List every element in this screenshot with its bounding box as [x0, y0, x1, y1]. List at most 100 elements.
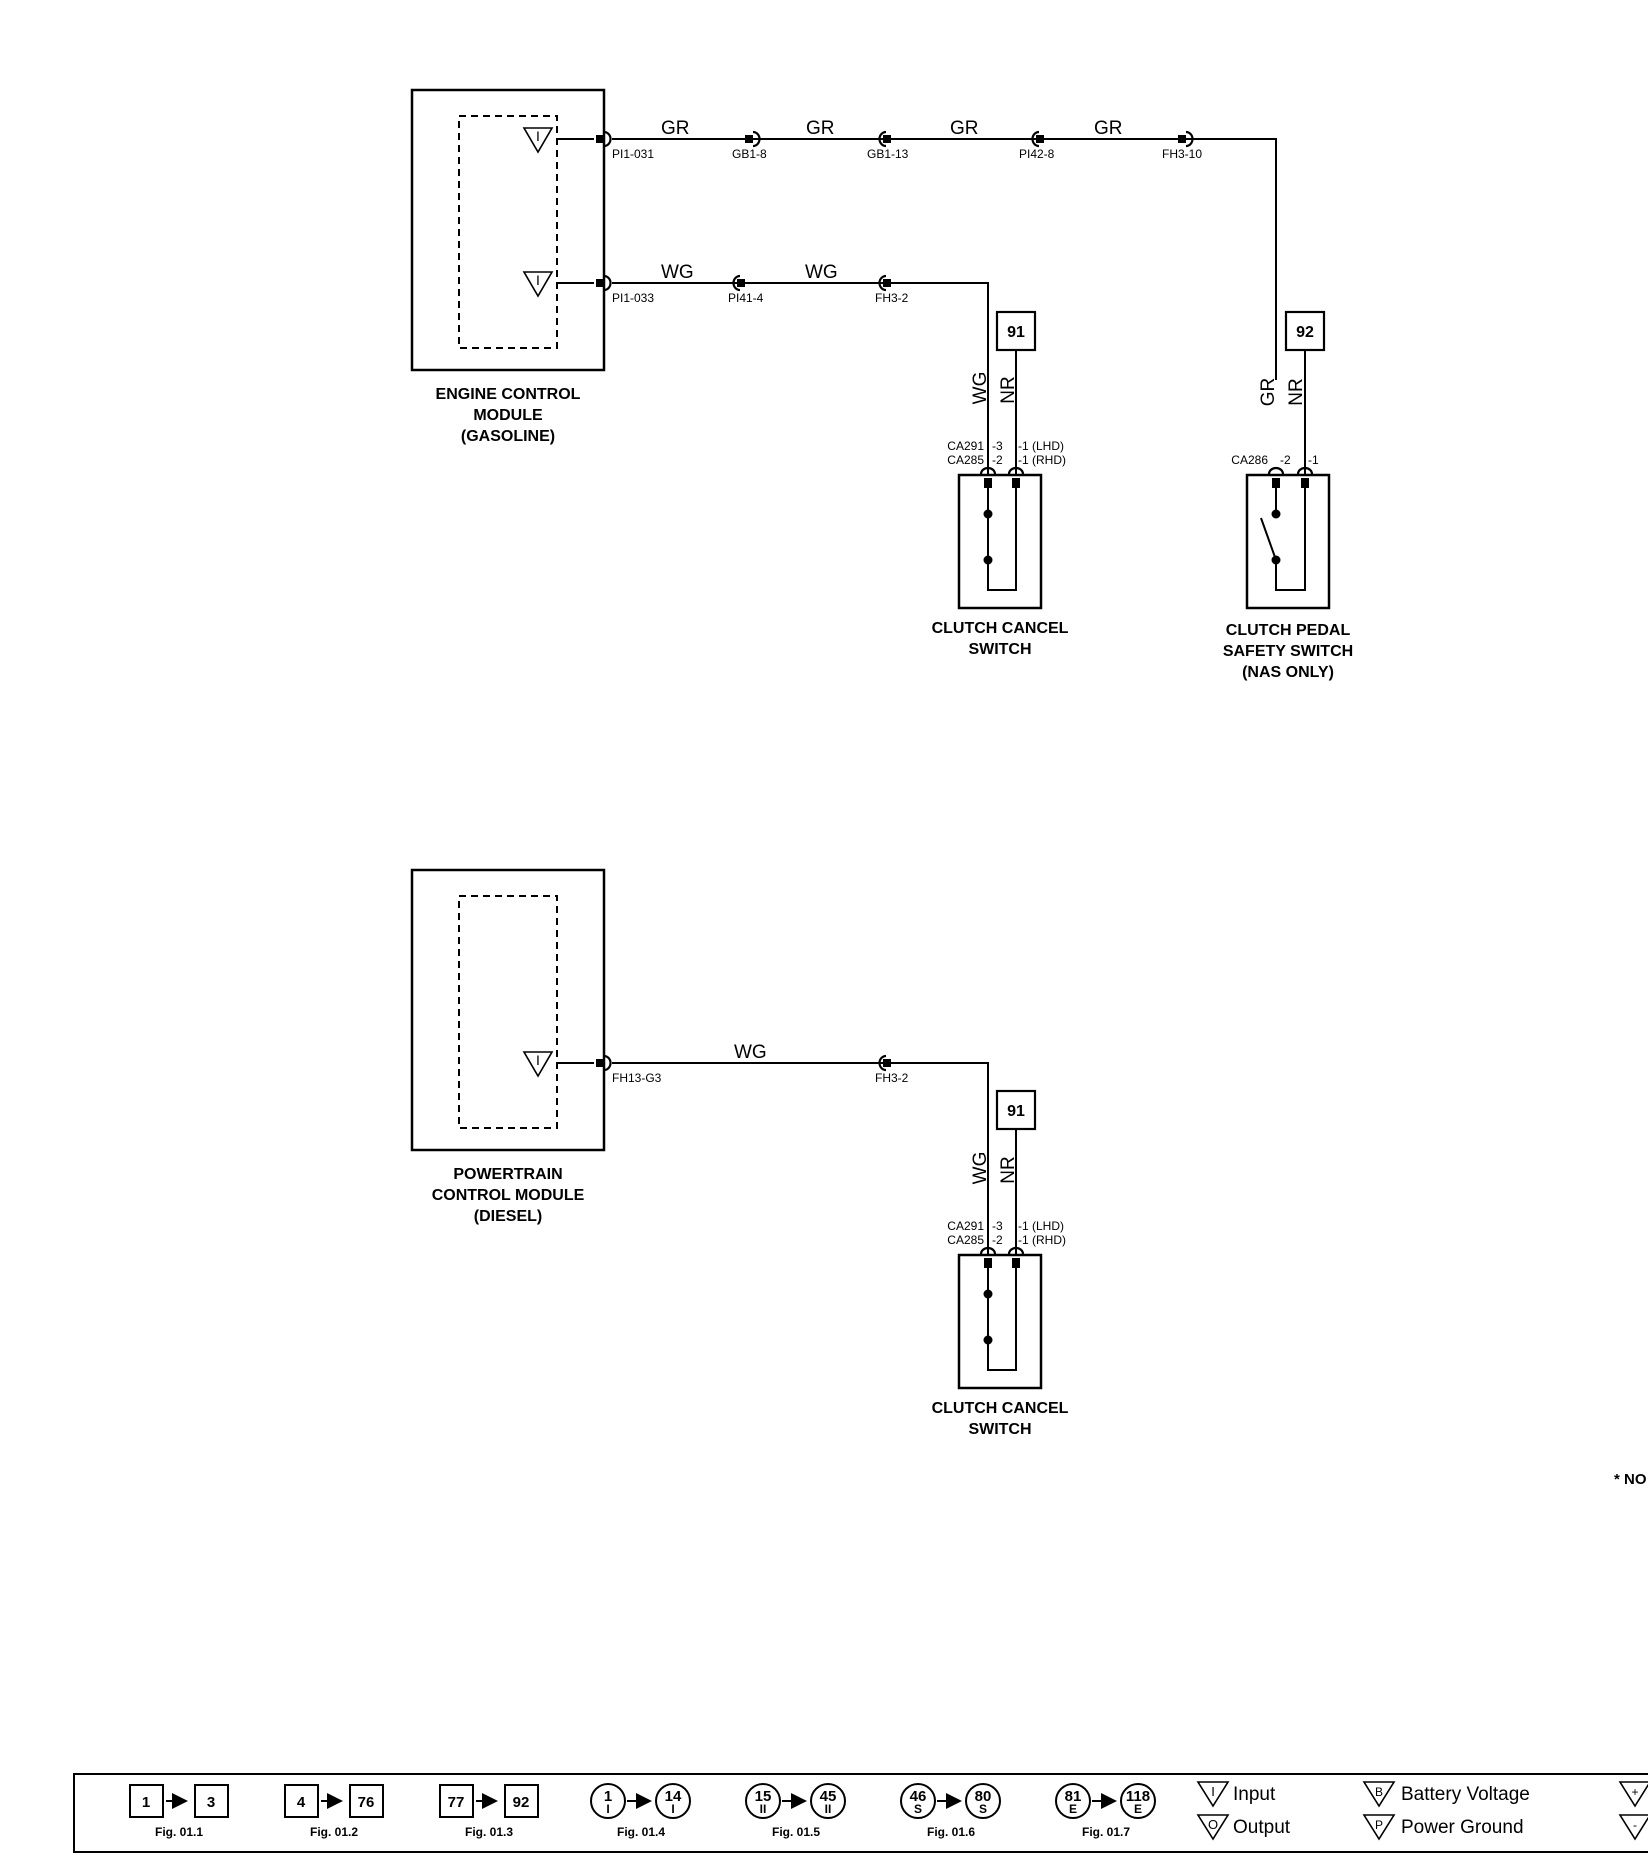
svg-text:I: I — [536, 1052, 540, 1068]
legend-range-fig-01-4: 1 I 14 I Fig. 01.4 — [590, 1783, 691, 1839]
output-legend-icon: O — [1196, 1814, 1230, 1841]
svg-text:CA291: CA291 — [947, 1219, 984, 1233]
svg-text:I: I — [1211, 1784, 1215, 1799]
clutch-cancel-pins-top: CA291 CA285 -3 -2 -1 (LHD) -1 (RHD) — [947, 439, 1066, 467]
svg-text:P: P — [1375, 1818, 1383, 1832]
svg-text:91: 91 — [1007, 324, 1025, 341]
svg-text:S: S — [914, 1802, 922, 1816]
svg-text:WG: WG — [970, 1152, 991, 1185]
svg-text:NR: NR — [998, 1156, 1019, 1183]
legend-input-label: Input — [1233, 1784, 1276, 1805]
connector-fh3-2-bottom: FH3-2 — [875, 1054, 909, 1085]
svg-text:WG: WG — [734, 1042, 767, 1063]
svg-text:-3: -3 — [992, 1219, 1003, 1233]
svg-text:PI41-4: PI41-4 — [728, 291, 764, 305]
svg-text:CLUTCH CANCEL: CLUTCH CANCEL — [932, 1400, 1069, 1417]
svg-text:92: 92 — [513, 1794, 530, 1811]
svg-text:CA285: CA285 — [947, 1233, 984, 1247]
svg-text:(GASOLINE): (GASOLINE) — [461, 428, 555, 445]
clutch-cancel-switch-bottom — [957, 1246, 1043, 1390]
svg-text:(NAS ONLY): (NAS ONLY) — [1242, 664, 1334, 681]
connector-gb1-13: GB1-13 — [867, 130, 909, 161]
svg-text:FH3-2: FH3-2 — [875, 291, 909, 305]
legend-output-label: Output — [1233, 1817, 1291, 1838]
svg-text:CA291: CA291 — [947, 439, 984, 453]
cutoff-minus-icon: - — [1618, 1814, 1648, 1841]
connector-fh13-g3: FH13-G3 — [594, 1054, 662, 1085]
input-pin-icon: I — [522, 271, 554, 298]
svg-text:ENGINE CONTROL: ENGINE CONTROL — [436, 386, 581, 403]
gr-wire: GR GR GR GR — [612, 118, 1277, 380]
svg-text:CLUTCH CANCEL: CLUTCH CANCEL — [932, 620, 1069, 637]
clutch-cancel-pins-bottom: CA291 CA285 -3 -2 -1 (LHD) -1 (RHD) — [947, 1219, 1066, 1247]
ecm-module: I I — [410, 88, 606, 372]
pcm-module: I — [410, 868, 606, 1152]
svg-text:118: 118 — [1126, 1788, 1150, 1805]
svg-text:GR: GR — [1258, 378, 1279, 407]
svg-text:CONTROL MODULE: CONTROL MODULE — [432, 1187, 585, 1204]
svg-text:15: 15 — [755, 1788, 772, 1805]
legend: 1 3 Fig. 01.1 4 76 Fig. 01.2 77 92 Fig. … — [73, 1773, 1648, 1853]
svg-text:-2: -2 — [992, 1233, 1003, 1247]
connector-pi1-033: PI1-033 — [594, 274, 654, 305]
ref-box-92: 92 — [1284, 310, 1326, 352]
svg-text:3: 3 — [207, 1794, 215, 1811]
legend-range-fig-01-2: 4 76 Fig. 01.2 — [284, 1784, 384, 1839]
svg-text:GB1-13: GB1-13 — [867, 147, 909, 161]
svg-text:GR: GR — [1094, 118, 1123, 139]
svg-text:80: 80 — [975, 1788, 992, 1805]
svg-text:Fig. 01.5: Fig. 01.5 — [772, 1825, 820, 1839]
pcm-label: POWERTRAIN CONTROL MODULE (DIESEL) — [432, 1166, 585, 1225]
clutch-cancel-label-top: CLUTCH CANCEL SWITCH — [932, 620, 1069, 658]
connector-gb1-8: GB1-8 — [732, 130, 767, 161]
svg-text:76: 76 — [358, 1794, 375, 1811]
svg-text:I: I — [606, 1802, 609, 1816]
svg-text:I: I — [536, 128, 540, 144]
legend-range-fig-01-5: 15 II 45 II Fig. 01.5 — [745, 1783, 846, 1839]
connector-fh3-2: FH3-2 — [875, 274, 909, 305]
svg-text:-1: -1 — [1308, 453, 1319, 467]
svg-text:GR: GR — [661, 118, 690, 139]
svg-text:O: O — [1208, 1817, 1218, 1832]
legend-battery-label: Battery Voltage — [1401, 1784, 1530, 1805]
svg-text:PI1-031: PI1-031 — [612, 147, 654, 161]
svg-text:Fig. 01.1: Fig. 01.1 — [155, 1825, 203, 1839]
legend-ground-label: Power Ground — [1401, 1817, 1524, 1838]
svg-text:-1 (LHD): -1 (LHD) — [1018, 1219, 1064, 1233]
svg-text:PI42-8: PI42-8 — [1019, 147, 1055, 161]
svg-text:-: - — [1633, 1818, 1637, 1832]
svg-text:-1 (LHD): -1 (LHD) — [1018, 439, 1064, 453]
power-ground-icon: P — [1362, 1814, 1396, 1841]
svg-text:+: + — [1631, 1785, 1638, 1799]
svg-text:WG: WG — [970, 372, 991, 405]
svg-text:77: 77 — [448, 1794, 465, 1811]
svg-text:-2: -2 — [1280, 453, 1291, 467]
svg-text:II: II — [825, 1802, 832, 1816]
svg-text:Fig. 01.6: Fig. 01.6 — [927, 1825, 975, 1839]
svg-text:NR: NR — [1286, 378, 1307, 405]
svg-text:MODULE: MODULE — [473, 407, 543, 424]
input-pin-icon: I — [522, 127, 554, 154]
svg-text:I: I — [536, 272, 540, 288]
svg-text:Fig. 01.7: Fig. 01.7 — [1082, 1825, 1130, 1839]
svg-text:WG: WG — [661, 262, 694, 283]
input-pin-icon: I — [522, 1051, 554, 1078]
svg-text:1: 1 — [604, 1788, 612, 1805]
legend-range-fig-01-1: 1 3 Fig. 01.1 — [129, 1784, 229, 1839]
svg-text:-1 (RHD): -1 (RHD) — [1018, 453, 1066, 467]
connector-fh3-10: FH3-10 — [1162, 130, 1202, 161]
svg-text:GR: GR — [806, 118, 835, 139]
svg-text:81: 81 — [1065, 1788, 1082, 1805]
clutch-pedal-pins: CA286 -2 -1 — [1231, 453, 1319, 467]
svg-text:SWITCH: SWITCH — [968, 1421, 1031, 1438]
svg-text:-1 (RHD): -1 (RHD) — [1018, 1233, 1066, 1247]
svg-text:E: E — [1069, 1802, 1077, 1816]
connector-pi1-031: PI1-031 — [594, 130, 654, 161]
svg-text:SAFETY SWITCH: SAFETY SWITCH — [1223, 643, 1353, 660]
svg-text:SWITCH: SWITCH — [968, 641, 1031, 658]
svg-text:E: E — [1134, 1802, 1142, 1816]
connector-pi42-8: PI42-8 — [1019, 130, 1055, 161]
svg-text:Fig. 01.3: Fig. 01.3 — [465, 1825, 513, 1839]
svg-text:PI1-033: PI1-033 — [612, 291, 654, 305]
